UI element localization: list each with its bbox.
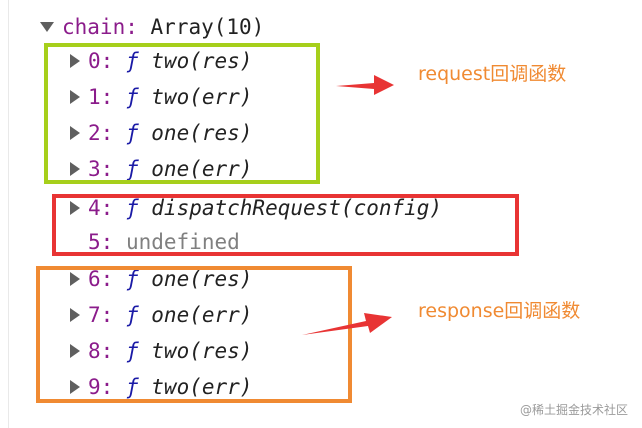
function-symbol: ƒ [125, 85, 139, 109]
function-symbol: ƒ [125, 196, 139, 220]
row-colon: : [100, 121, 114, 145]
row-index: 6 [88, 267, 101, 291]
function-symbol: ƒ [125, 303, 139, 327]
expand-right-icon[interactable] [70, 380, 80, 394]
function-symbol: ƒ [125, 157, 139, 181]
row-colon: : [100, 85, 114, 109]
expand-right-icon[interactable] [70, 201, 80, 215]
row-index: 3 [88, 157, 101, 181]
function-signature: two(err) [151, 85, 253, 109]
row-index: 4 [88, 196, 101, 220]
row-index: 8 [88, 339, 101, 363]
expand-right-icon[interactable] [70, 126, 80, 140]
row-colon: : [100, 375, 114, 399]
row-colon: : [100, 303, 114, 327]
row-colon: : [100, 49, 114, 73]
watermark: @稀土掘金技术社区 [519, 403, 628, 417]
row-colon: : [100, 267, 114, 291]
function-signature: one(res) [151, 267, 253, 291]
expand-right-icon[interactable] [70, 54, 80, 68]
function-signature: one(res) [151, 121, 253, 145]
expand-right-icon[interactable] [70, 272, 80, 286]
row-colon: : [100, 196, 114, 220]
row-index: 0 [88, 49, 101, 73]
response-callback-note: response回调函数 [418, 300, 581, 322]
expand-right-icon[interactable] [70, 308, 80, 322]
row-colon: : [100, 339, 114, 363]
row-index: 7 [88, 303, 101, 327]
row-colon: : [100, 230, 114, 254]
array-value: Array(10) [150, 15, 265, 39]
function-signature: one(err) [151, 157, 253, 181]
function-signature: one(err) [151, 303, 253, 327]
array-colon: : [125, 15, 138, 39]
response-arrow-icon [302, 313, 392, 335]
function-symbol: ƒ [125, 339, 139, 363]
undefined-value: undefined [125, 230, 240, 254]
expand-right-icon[interactable] [70, 344, 80, 358]
expand-right-icon[interactable] [70, 162, 80, 176]
function-symbol: ƒ [125, 49, 139, 73]
row-colon: : [100, 157, 114, 181]
expand-down-icon[interactable] [40, 22, 54, 32]
request-interceptors-box [44, 43, 320, 184]
expand-right-icon[interactable] [70, 90, 80, 104]
function-symbol: ƒ [125, 267, 139, 291]
dispatch-request-box [52, 194, 519, 256]
request-callback-note: request回调函数 [418, 63, 567, 85]
function-symbol: ƒ [125, 375, 139, 399]
row-index: 2 [88, 121, 101, 145]
function-signature: two(err) [151, 375, 253, 399]
response-interceptors-box [36, 266, 352, 403]
request-arrow-icon [336, 75, 394, 95]
row-index: 1 [88, 85, 101, 109]
row-index: 5 [88, 230, 101, 254]
panel-divider [8, 0, 9, 428]
function-signature: two(res) [151, 49, 253, 73]
function-signature: two(res) [151, 339, 253, 363]
function-symbol: ƒ [125, 121, 139, 145]
function-signature: dispatchRequest(config) [151, 196, 443, 220]
array-key: chain [62, 15, 126, 39]
row-index: 9 [88, 375, 101, 399]
